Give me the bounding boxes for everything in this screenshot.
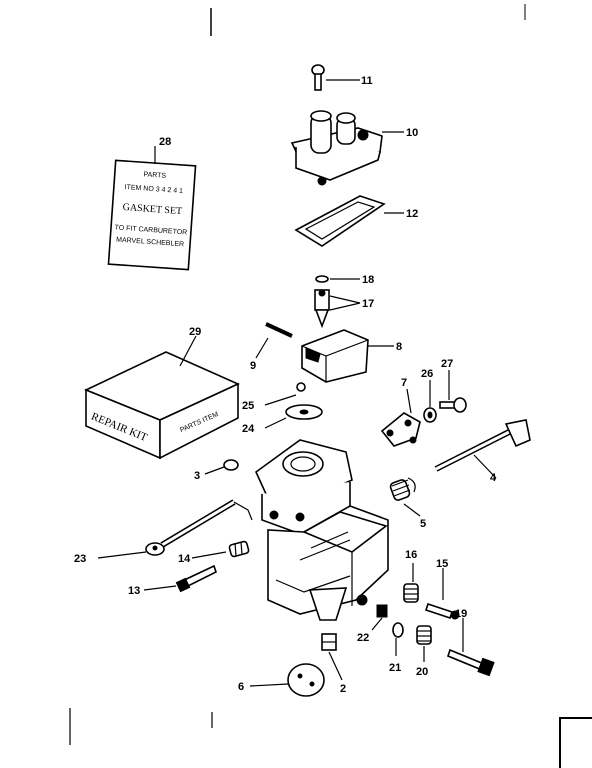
part-24-disk — [285, 404, 323, 420]
part-22-plug — [376, 604, 388, 618]
part-13-needle — [175, 564, 217, 593]
part-11-screw — [311, 64, 325, 91]
part-2-nozzle — [321, 633, 337, 651]
label-part-9: 9 — [250, 360, 256, 372]
label-part-28: 28 — [159, 136, 171, 148]
label-part-7: 7 — [401, 377, 407, 389]
label-part-16: 16 — [405, 549, 417, 561]
part-15-screw — [424, 602, 460, 620]
label-part-19: 19 — [455, 608, 467, 620]
part-4-throttle-shaft — [434, 419, 531, 472]
label-part-4: 4 — [490, 472, 497, 484]
part-29-repair-kit: REPAIR KIT PARTS ITEM — [84, 351, 240, 460]
part-21-washer — [392, 622, 404, 638]
part-28-gasket-card: PARTS ITEM NO 3 4 2 4 1 GASKET SET TO FI… — [107, 159, 197, 271]
part-16-spring — [403, 583, 419, 603]
label-part-8: 8 — [396, 341, 402, 353]
part-8-float — [301, 329, 369, 383]
part-12-gasket — [294, 195, 386, 247]
label-part-12: 12 — [406, 208, 418, 220]
label-part-6: 6 — [238, 681, 244, 693]
part-17-needle-seat — [314, 289, 330, 329]
label-part-22: 22 — [357, 632, 369, 644]
part-25-ball — [296, 382, 306, 392]
label-part-20: 20 — [416, 666, 428, 678]
card-line-5: MARVEL SCHEBLER — [116, 237, 184, 249]
part-9-pin — [265, 322, 293, 338]
part-26-washer — [423, 407, 437, 423]
label-part-24: 24 — [242, 423, 255, 435]
part-23-choke-shaft — [145, 499, 253, 556]
card-line-2: ITEM NO 3 4 2 4 1 — [124, 184, 183, 195]
label-part-11: 11 — [361, 75, 373, 87]
scan-corner-bracket — [559, 717, 592, 768]
label-part-5: 5 — [420, 518, 426, 530]
part-3-washer — [223, 459, 239, 471]
carburetor-body — [255, 439, 389, 621]
part-7-throttle-plate — [380, 412, 421, 447]
label-part-14: 14 — [178, 553, 191, 565]
label-part-21: 21 — [389, 662, 401, 674]
part-19-needle — [447, 648, 495, 677]
part-5-spring — [389, 477, 416, 501]
part-20-spring — [416, 625, 432, 645]
part-27-screw — [439, 397, 467, 413]
label-part-25: 25 — [242, 400, 254, 412]
card-line-1: PARTS — [143, 171, 166, 180]
label-part-27: 27 — [441, 358, 453, 370]
card-line-3: GASKET SET — [122, 202, 182, 217]
label-part-3: 3 — [194, 470, 200, 482]
label-part-2: 2 — [340, 683, 346, 695]
label-part-26: 26 — [421, 368, 433, 380]
label-part-15: 15 — [436, 558, 448, 570]
part-18-washer — [315, 275, 329, 283]
part-10-cover — [290, 110, 383, 186]
label-part-17: 17 — [362, 298, 374, 310]
label-part-10: 10 — [406, 127, 418, 139]
label-part-23: 23 — [74, 553, 86, 565]
label-part-18: 18 — [362, 274, 374, 286]
label-part-13: 13 — [128, 585, 140, 597]
part-14-spring — [228, 540, 250, 558]
part-6-choke-plate — [287, 663, 325, 697]
label-part-29: 29 — [189, 326, 201, 338]
